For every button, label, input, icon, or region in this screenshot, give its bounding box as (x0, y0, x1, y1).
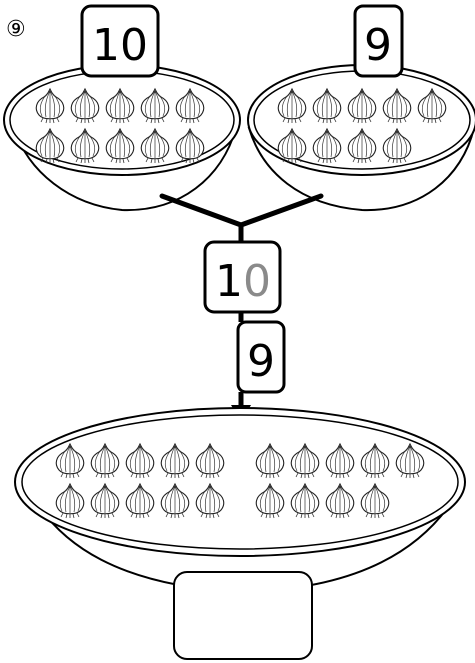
right-bowl (248, 65, 475, 210)
svg-text:10: 10 (215, 256, 271, 307)
merge-connector (162, 196, 321, 242)
big-bowl (15, 408, 465, 592)
problem-number: ⑨ (6, 17, 26, 42)
left-bowl (4, 65, 240, 210)
combined-count-box: 10 (205, 242, 280, 312)
right-count-box: 9 (355, 6, 402, 76)
right-count-label: 9 (364, 20, 392, 71)
combined-tens-digit: 1 (215, 256, 243, 307)
combined-ones-digit: 0 (243, 256, 271, 307)
added-count-label: 9 (247, 336, 275, 387)
left-count-label: 10 (92, 20, 148, 71)
left-count-box: 10 (82, 6, 158, 76)
added-count-box: 9 (238, 322, 284, 392)
answer-box[interactable] (174, 572, 312, 659)
